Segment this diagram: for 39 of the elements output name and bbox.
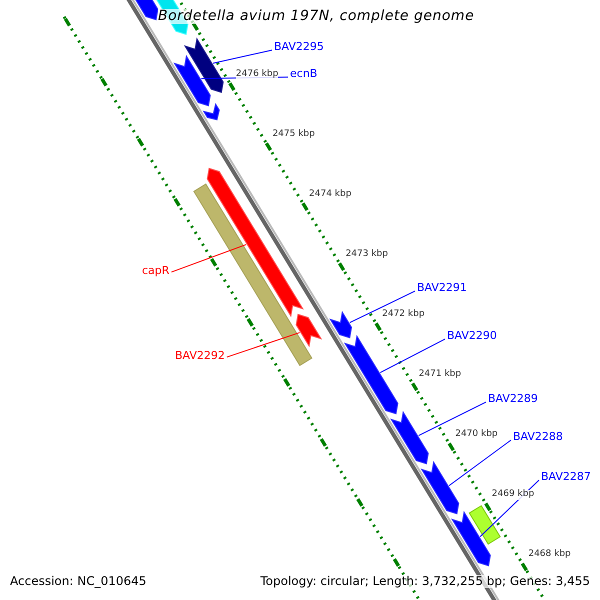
gene-segment — [344, 334, 398, 414]
leader-line — [418, 402, 486, 436]
gene-label: ecnB — [290, 68, 318, 80]
gene-segment — [420, 460, 460, 514]
gene-label: capR — [142, 265, 170, 278]
gene-label: BAV2291 — [417, 282, 467, 294]
gene-segment — [329, 310, 352, 338]
position-label: 2476 kbp — [236, 70, 278, 80]
title: Bordetella avium 197N, complete genome — [158, 9, 474, 24]
gene-label: BAV2287 — [541, 471, 591, 484]
position-label: 2469 kbp — [492, 490, 534, 500]
position-label: 2472 kbp — [382, 310, 425, 320]
gene-segment — [206, 168, 304, 318]
gene-segment — [390, 410, 429, 464]
position-label: 2468 kbp — [528, 550, 571, 560]
gene-segment — [296, 314, 322, 348]
leader-line — [349, 290, 416, 324]
gene-label: BAV2289 — [488, 393, 538, 406]
gene-bar — [468, 505, 501, 545]
position-label: 2475 kbp — [272, 130, 315, 140]
gene-label: BAV2292 — [175, 350, 225, 362]
position-label: 2473 kbp — [346, 250, 388, 260]
position-label: 2471 kbp — [418, 370, 462, 380]
position-label: 2470 kbp — [455, 430, 498, 440]
gene-segment — [202, 102, 220, 120]
gene-label: BAV2290 — [447, 330, 497, 342]
accession-text: Accession: NC_010645 — [10, 575, 146, 588]
gene-label: BAV2295 — [274, 41, 324, 54]
gene-label: BAV2288 — [513, 431, 563, 444]
leader-line — [380, 338, 446, 374]
leader-line — [448, 440, 512, 486]
genome-stats-text: Topology: circular; Length: 3,732,255 bp; Genes: 3,455 — [260, 575, 590, 588]
leader-line — [170, 244, 247, 273]
gene-segment — [184, 37, 224, 94]
leader-line — [212, 50, 272, 64]
leader-line — [226, 332, 300, 358]
gene-segment — [451, 510, 491, 566]
position-label: 2474 kbp — [309, 190, 352, 200]
gene-segment — [173, 54, 211, 106]
